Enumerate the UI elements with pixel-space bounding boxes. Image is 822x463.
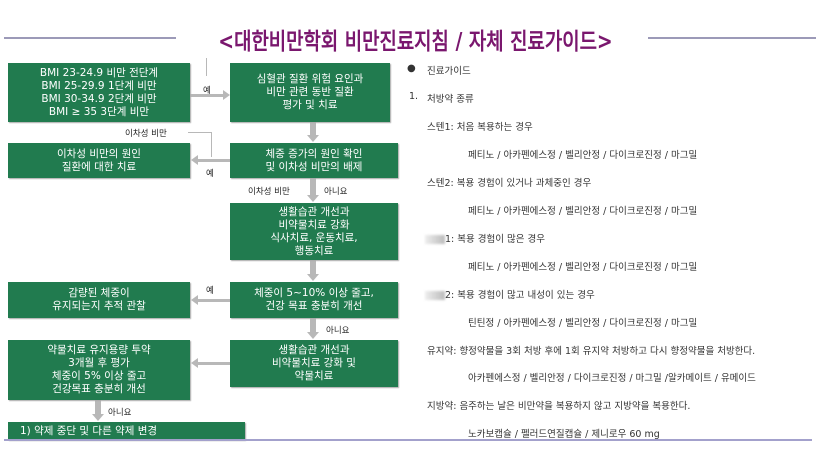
box-line: 유지되는지 추적 관찰 [52, 300, 146, 312]
arrow-yes2 [198, 159, 230, 162]
item-label: 1: 복용 경험이 많은 경우 [445, 234, 545, 245]
box-line: 감량된 체중이 [68, 287, 130, 299]
box-line: 약물치료 [294, 370, 334, 382]
arrow-down6 [95, 400, 101, 415]
box-line: 체중이 5~10% 이상 줄고, [254, 287, 374, 299]
arrowhead [191, 295, 198, 305]
item-label-row: 1: 복용 경험이 많은 경우 [425, 231, 545, 245]
title-rule-right [648, 37, 816, 39]
box-line: BMI 25-29.9 1단계 비만 [41, 79, 157, 92]
arrow-down3 [310, 260, 316, 275]
arrowhead [191, 155, 198, 165]
item-label: 2: 복용 경험이 많고 내성이 있는 경우 [445, 290, 595, 301]
box-line: 식사치료, 운동치료, [270, 231, 358, 244]
box-line: 비약물치료 강화 및 [272, 357, 356, 369]
guide-heading: 진료가이드 [427, 66, 471, 77]
box-line: 약물치료 유지용량 투약 [47, 344, 151, 356]
item-drugs: 페티노 / 아카펜에스정 / 벨리안정 / 다이크로진정 / 마그밀 [468, 262, 698, 273]
label-secondary: 이차성 비만 [248, 187, 290, 197]
label-no: 아니요 [326, 326, 350, 336]
box-line: 심혈관 질환 위험 요인과 [256, 73, 364, 85]
label-secondary: 이차성 비만 [125, 129, 167, 139]
arrow-left5 [198, 362, 230, 365]
box-line: 건강목표 충분히 개선 [52, 383, 146, 395]
bottom-rule [4, 439, 812, 441]
item-label: 지방약: 음주하는 날은 비만약을 복용하지 않고 지방약을 복용한다. [427, 401, 691, 412]
box-line: 평가 및 치료 [282, 99, 338, 111]
arrowhead [307, 195, 319, 202]
item-label: 스텐1: 처음 복용하는 경우 [427, 122, 533, 133]
box-line: 생활습관 개선과 [278, 205, 350, 218]
arrowhead [307, 274, 319, 281]
label-no: 아니요 [108, 408, 132, 418]
section-number: 1. [409, 91, 419, 102]
box-line: 생활습관 개선과 [278, 344, 350, 356]
bullet-icon: ● [407, 63, 416, 74]
arrowhead [307, 332, 319, 339]
box-line: 및 이차성 비만의 배제 [265, 160, 363, 173]
arrowhead [307, 135, 319, 142]
connector-secondary [188, 132, 212, 133]
arrowhead [191, 358, 198, 368]
title-rule-left [4, 37, 176, 39]
label-yes: 예 [203, 86, 211, 96]
arrow-yes1 [190, 94, 224, 97]
box-line: 질환에 대한 치료 [61, 160, 137, 173]
page-title: <대한비만학회 비만진료지침 / 자체 진료가이드> [218, 29, 613, 55]
box-goal: 체중이 5~10% 이상 줄고,건강 목표 충분히 개선 [230, 282, 398, 318]
box-line: BMI 23-24.9 비만 전단계 [39, 66, 159, 79]
connector-top [206, 58, 207, 76]
box-line: BMI ≥ 35 3단계 비만 [48, 105, 150, 118]
redacted-block [425, 235, 445, 244]
item-label-row: 2: 복용 경험이 많고 내성이 있는 경우 [425, 287, 595, 301]
item-drugs: 페티노 / 아카펜에스정 / 벨리안정 / 다이크로진정 / 마그밀 [468, 206, 698, 217]
item-drugs: 아카펜에스정 / 벨리안정 / 다이크로진정 / 마그밀 /알카메이트 / 유메… [468, 373, 756, 384]
item-label: 유지약: 향정약물을 3회 처방 후에 1회 유지약 처방하고 다시 향정약물을… [427, 346, 756, 357]
box-line: 비만 관련 동반 질환 [266, 86, 354, 98]
section-title: 처방약 종류 [427, 94, 474, 105]
box-line: 체중 증가의 원인 확인 [265, 147, 363, 160]
item-drugs: 페티노 / 아카펜에스정 / 벨리안정 / 다이크로진정 / 마그밀 [468, 150, 698, 161]
box-line: 체중이 5% 이상 줄고 [51, 370, 147, 382]
connector-secondary-v [211, 132, 212, 157]
box-line: 건강 목표 충분히 개선 [265, 300, 363, 312]
arrow-down1 [310, 122, 316, 136]
box-line: BMI 30-34.9 2단계 비만 [41, 92, 157, 105]
box-line: 비약물치료 강화 [278, 218, 350, 231]
box-change: 1) 약제 중단 및 다른 약제 변경 [8, 422, 245, 440]
box-line: 1) 약제 중단 및 다른 약제 변경 [20, 424, 158, 437]
arrow-down2 [310, 178, 316, 196]
arrow-down4 [310, 318, 316, 333]
arrowhead [92, 414, 104, 421]
box-line: 행동치료 [294, 244, 334, 257]
arrow-yes3 [198, 299, 230, 302]
arrowhead [223, 90, 230, 100]
redacted-block [425, 291, 445, 300]
label-no: 아니요 [324, 187, 348, 197]
item-drugs: 노카보캡슐 / 펠러드연질캡슐 / 제니로우 60 mg [468, 429, 660, 440]
box-line: 이차성 비만의 원인 [57, 147, 141, 160]
box-line: 3개월 후 평가 [68, 357, 130, 369]
item-drugs: 틴틴정 / 아카펜에스정 / 벨리안정 / 다이크로진정 / 마그밀 [468, 318, 698, 329]
label-yes: 예 [206, 286, 214, 296]
item-label: 스텐2: 복용 경험이 있거나 과체중인 경우 [427, 178, 592, 189]
label-yes: 예 [206, 169, 214, 179]
